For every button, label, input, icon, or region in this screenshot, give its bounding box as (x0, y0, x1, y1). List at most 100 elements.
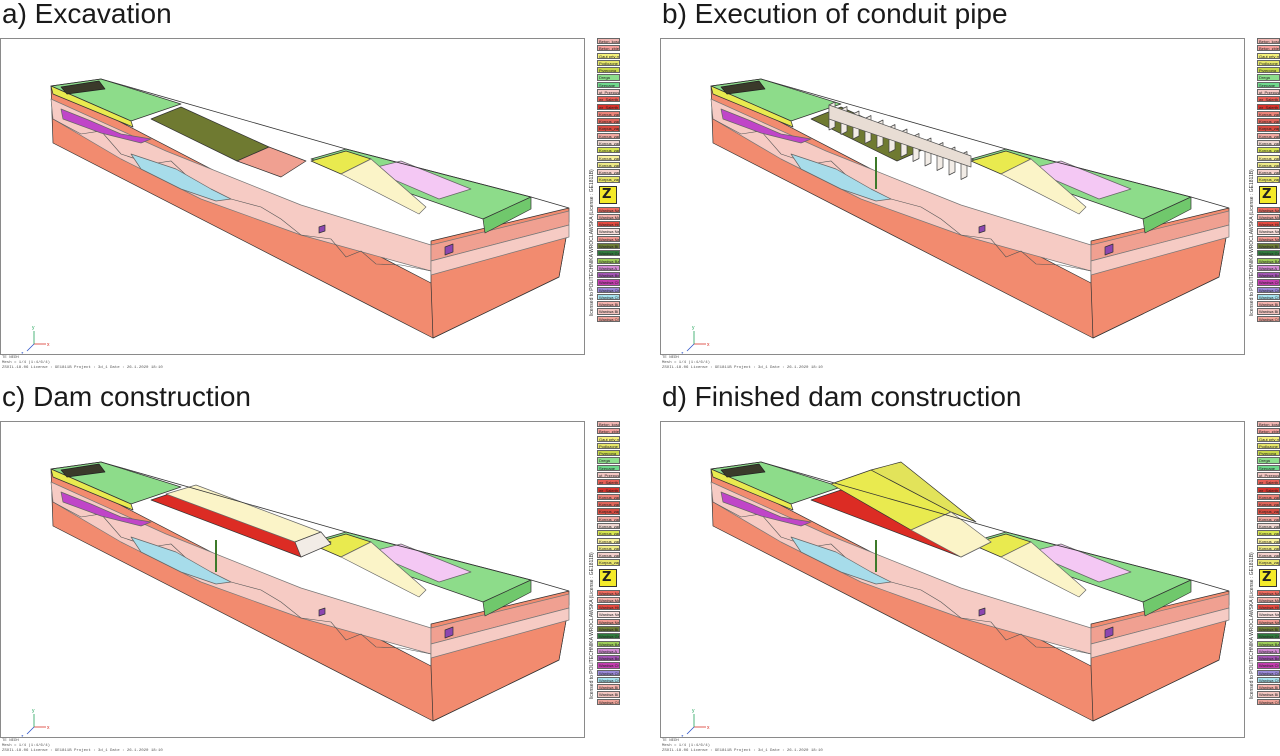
soil-layer-light (50, 481, 432, 655)
z-axis-label: z (21, 351, 24, 355)
legend-item: Korpus_zapo (1257, 139, 1280, 147)
panel-title-c: c) Dam construction (2, 381, 251, 412)
ramp-cream (1000, 158, 1087, 215)
green-slab-front (1142, 579, 1192, 617)
legend-item: Drega (597, 74, 620, 81)
purple-block (1104, 243, 1114, 256)
legend-item: Wardwa Gr (1257, 250, 1280, 257)
legend-item: Seepage (597, 464, 620, 471)
legend-item: Wardwa A (1257, 264, 1280, 271)
legend-item: Wardwa Cb (1257, 669, 1280, 676)
legend-item: Wardwa Bi (1257, 691, 1280, 698)
legend-item: Wardwa Ne (597, 228, 620, 235)
legend-item: Korpus_zapo (597, 559, 620, 566)
legend-item: Wardwa Na (1257, 206, 1280, 213)
legend-item: Korpus_zapo (1257, 552, 1280, 559)
legend-item: Gaut prty mov (597, 52, 620, 59)
legend-item: Wardwa Bz (597, 640, 620, 647)
purple-block (978, 224, 986, 234)
legend-item: Gaut prty mov (597, 435, 620, 442)
left-edge-yellow (50, 468, 134, 511)
legend-item: Beton_kosci (597, 421, 620, 428)
zsoil-logo: Z (1259, 568, 1277, 587)
legend-item: Korpus_zapo (1257, 125, 1280, 132)
cyan-lens (790, 153, 892, 202)
lavender-pad (1028, 160, 1132, 200)
legend-item: Beton_kosci (597, 38, 620, 45)
legend-item: Wardwa Ne (1257, 611, 1280, 618)
legend-item: Wardwa Gr (1257, 633, 1280, 640)
legend-item: Wardwa Bz (1257, 640, 1280, 647)
dam-lower-slope (910, 511, 992, 558)
legend-item: Korpus_zapo (597, 125, 620, 132)
x-axis-label: x (47, 725, 50, 731)
legend-item: Korpus_zapo (597, 530, 620, 537)
legend-item: Korpus_zapo (1257, 515, 1280, 522)
legend-item: Wardwa Hb (597, 604, 620, 611)
soil-layer-light (50, 98, 432, 272)
green-slab-front (482, 579, 532, 617)
legend-item: Wardwa Mu (1257, 596, 1280, 603)
legend-item: Gaut prty mov (1257, 52, 1280, 59)
legend-item: Drega (597, 457, 620, 464)
green-slab-front (482, 196, 532, 234)
purple-block (444, 626, 454, 639)
legend-item: Wardwa Bi (597, 684, 620, 691)
license-text: licensed to POLITECHNIKA WROCLAWSKA (Lic… (1249, 169, 1255, 316)
legend-item: Wardwa Ch (1257, 662, 1280, 669)
legend-item: Korpus_zapo (1257, 132, 1280, 139)
legend-item: Korpus_zapo (1257, 537, 1280, 544)
legend-item: Podlozone_p (597, 442, 620, 450)
zsoil-logo: Z (1259, 185, 1277, 204)
legend-item: Beton_kosci (1257, 38, 1280, 45)
status-line: ZSOIL.18.06 License : GE1811B Project : … (2, 366, 163, 370)
dam-end (294, 531, 332, 558)
model-3d-view: xyz (681, 461, 1230, 737)
legend-item: Wardwa Mu (1257, 213, 1280, 220)
purple-block (318, 224, 326, 234)
legend-item: Wardwa Ch (1257, 676, 1280, 684)
legend-item: Wardwa Cf (597, 698, 620, 705)
left-edge-yellow (710, 468, 794, 511)
legend-item: Wardwa Bg (1257, 655, 1280, 662)
model-3d-view: xyz (21, 78, 570, 355)
end-layer-light (430, 224, 570, 276)
layer-boundary (712, 118, 1092, 272)
legend-item: Wardwa Mu (597, 213, 620, 220)
panel-title-b: b) Execution of conduit pipe (662, 0, 1008, 29)
lavender-pad (368, 543, 472, 583)
z-axis-label: z (21, 734, 24, 738)
legend-item: Wardwa Ch (597, 676, 620, 684)
legend-item: Korpus_zapo (1257, 559, 1280, 566)
legend-item: Wardwa Ch (1257, 293, 1280, 301)
legend-item: Wardwa Cf (1257, 698, 1280, 705)
legend-item: Seepage (597, 81, 620, 88)
legend-item: Drega (1257, 457, 1280, 464)
legend-item: Korpus_zapo (597, 552, 620, 559)
legend-item: Beton_zbiera (597, 428, 620, 435)
legend-item: Wardwa Bi (597, 242, 620, 250)
legend-item: Przepona (1257, 67, 1280, 74)
top-edge (50, 461, 570, 592)
legend-item: Wardwa Bi (597, 301, 620, 308)
legend-item: Korpus_zapo (597, 176, 620, 183)
magenta-lens (720, 491, 812, 527)
purple-block (1104, 626, 1114, 639)
legend-item: Wardwa Bi (597, 625, 620, 633)
legend-item: Korpus_zapo (597, 147, 620, 154)
legend-item: Wardwa Bi (1257, 308, 1280, 315)
legend-item: Wardwa Ne (1257, 228, 1280, 235)
legend-item: Wardwa Bg (597, 272, 620, 279)
legend-item: Wardwa Mu (597, 596, 620, 603)
legend-item: Wardwa Bg (1257, 272, 1280, 279)
legend-item: Korpus_zapo (597, 493, 620, 500)
